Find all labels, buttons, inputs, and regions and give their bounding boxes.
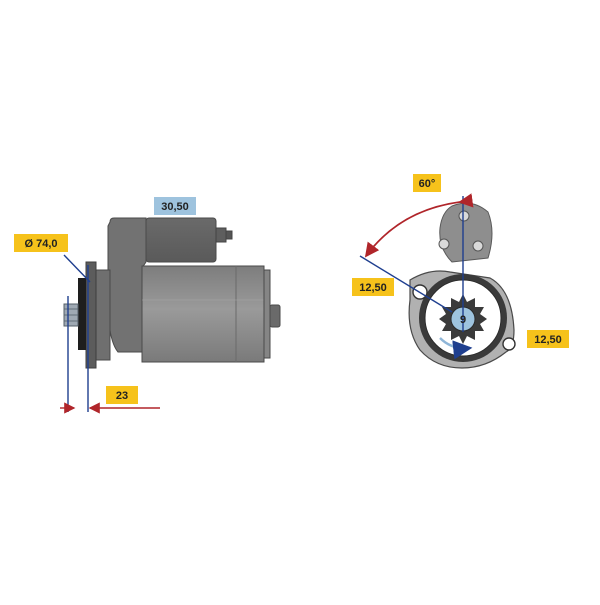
- drive-housing: [95, 269, 111, 361]
- right-mount-hole: [502, 337, 516, 351]
- solenoid-housing: [107, 217, 147, 353]
- diameter-leader: [63, 254, 91, 283]
- connector-size-label-text: 30,50: [161, 201, 189, 213]
- angle-arc: [364, 193, 474, 258]
- shaft-end: [269, 304, 281, 328]
- seal-ring: [78, 278, 86, 350]
- front-view: [359, 193, 516, 369]
- side-view: [60, 217, 281, 414]
- left-hole-label-text: 12,50: [359, 282, 387, 294]
- right-hole-label-text: 12,50: [534, 334, 562, 346]
- flange-length-label: 23: [106, 386, 138, 404]
- diameter-label-text: Ø 74,0: [24, 238, 57, 250]
- diameter-label: Ø 74,0: [14, 234, 68, 252]
- connector-size-label: 30,50: [154, 197, 196, 215]
- solenoid-connector: [145, 217, 217, 263]
- left-hole-label: 12,50: [352, 278, 394, 296]
- left-hole-leader: [359, 255, 453, 313]
- terminal-post: [215, 227, 227, 243]
- terminal-post-small: [225, 230, 233, 240]
- flange-length-label-text: 23: [116, 390, 128, 402]
- teeth-count-label: 9: [460, 314, 466, 326]
- right-hole-label: 12,50: [527, 330, 569, 348]
- angle-label: 60°: [413, 174, 441, 192]
- rotation-arrow: [439, 337, 473, 360]
- angle-label-text: 60°: [419, 178, 436, 190]
- end-cap: [263, 269, 271, 359]
- motor-body: [141, 265, 265, 363]
